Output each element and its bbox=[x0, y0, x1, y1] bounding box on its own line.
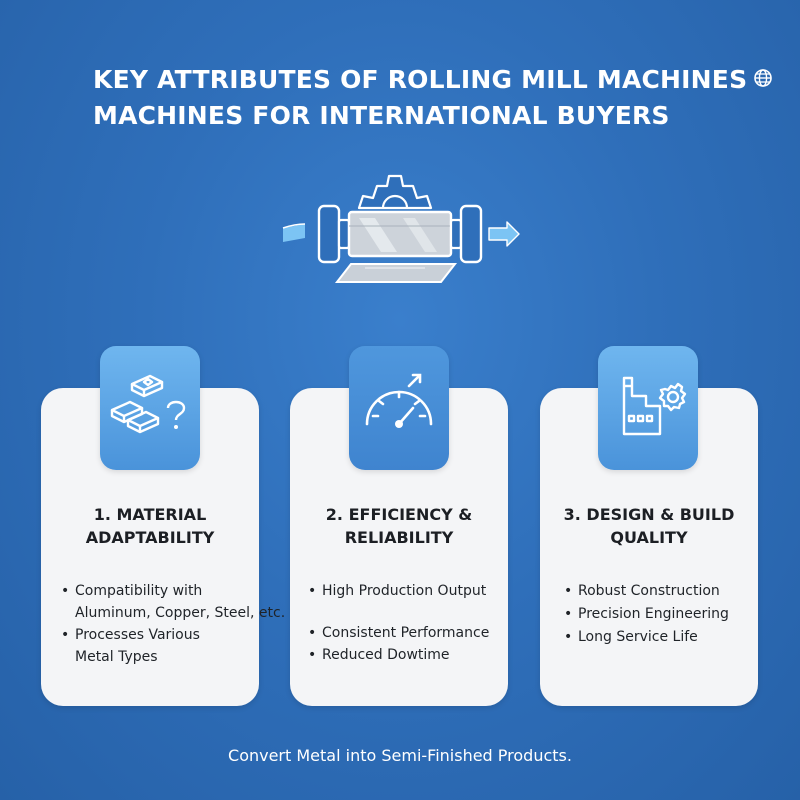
factory-gear-icon bbox=[622, 376, 687, 436]
page-title: KEY ATTRIBUTES OF ROLLING MILL MACHINES … bbox=[93, 62, 773, 134]
list-item: Reduced Dowtime bbox=[308, 644, 489, 666]
list-item: Robust Construction bbox=[564, 580, 729, 603]
card-title: 3. DESIGN & BUILD QUALITY bbox=[563, 505, 735, 547]
title-line-1: KEY ATTRIBUTES OF ROLLING MILL MACHINES bbox=[93, 62, 773, 98]
metal-ingots-question-icon bbox=[110, 374, 186, 434]
card-feature-list: High Production Output Consistent Perfor… bbox=[308, 580, 489, 666]
card-efficiency-reliability: 2. EFFICIENCY & RELIABILITY High Product… bbox=[290, 388, 508, 706]
rolling-mill-icon bbox=[282, 174, 520, 283]
badge-efficiency bbox=[349, 346, 449, 470]
card-title: 2. EFFICIENCY & RELIABILITY bbox=[325, 505, 473, 547]
globe-icon bbox=[754, 69, 773, 87]
list-item: Precision Engineering bbox=[564, 603, 729, 626]
badge-design bbox=[598, 346, 698, 470]
list-item: High Production Output bbox=[308, 580, 489, 602]
speedometer-icon bbox=[365, 373, 433, 428]
card-title: 1. MATERIAL ADAPTABILITY bbox=[85, 505, 215, 547]
title-line-2: MACHINES FOR INTERNATIONAL BUYERS bbox=[93, 101, 670, 130]
footer-caption: Convert Metal into Semi-Finished Product… bbox=[228, 746, 572, 765]
list-item: Consistent Performance bbox=[308, 622, 489, 644]
badge-material bbox=[100, 346, 200, 470]
list-item: Long Service Life bbox=[564, 626, 729, 649]
card-feature-list: Robust Construction Precision Engineerin… bbox=[564, 580, 729, 649]
